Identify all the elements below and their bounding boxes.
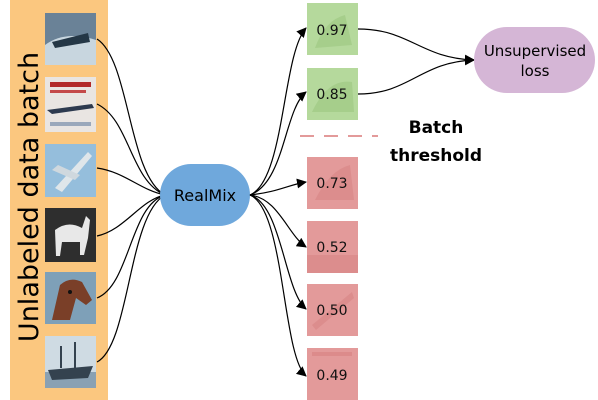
threshold-label-line1: Batch — [409, 118, 464, 138]
score-value: 0.50 — [316, 303, 347, 319]
score-value: 0.73 — [316, 176, 347, 192]
input-image-fighter-jet — [45, 144, 96, 197]
score-value: 0.52 — [316, 240, 347, 256]
score-tile-5: 0.49 — [307, 348, 358, 400]
score-value: 0.49 — [316, 368, 347, 384]
loss-label-line1: Unsupervised — [484, 42, 586, 60]
score-value: 0.85 — [316, 87, 347, 103]
unsupervised-loss-node — [474, 27, 595, 93]
score-tile-2: 0.73 — [307, 157, 358, 209]
loss-label-line2: loss — [521, 62, 550, 80]
score-value: 0.97 — [316, 23, 347, 39]
input-image-ship — [45, 336, 96, 388]
score-tile-1: 0.85 — [307, 68, 358, 120]
score-tile-4: 0.50 — [307, 284, 358, 336]
unlabeled-batch-panel — [10, 0, 108, 400]
panel-label: Unlabeled data batch — [14, 52, 45, 342]
input-image-boat — [45, 13, 96, 65]
input-edges — [96, 38, 166, 363]
output-edges — [249, 27, 307, 377]
input-image-white-horse — [45, 208, 96, 262]
realmix-label: RealMix — [174, 186, 236, 205]
loss-edges — [357, 28, 475, 95]
threshold-label-line2: threshold — [390, 146, 482, 166]
score-tile-0: 0.97 — [307, 3, 358, 55]
input-image-airplane-poster — [45, 77, 96, 132]
score-tile-3: 0.52 — [307, 221, 358, 273]
input-image-horse-head — [45, 272, 96, 324]
realmix-node — [160, 164, 250, 226]
